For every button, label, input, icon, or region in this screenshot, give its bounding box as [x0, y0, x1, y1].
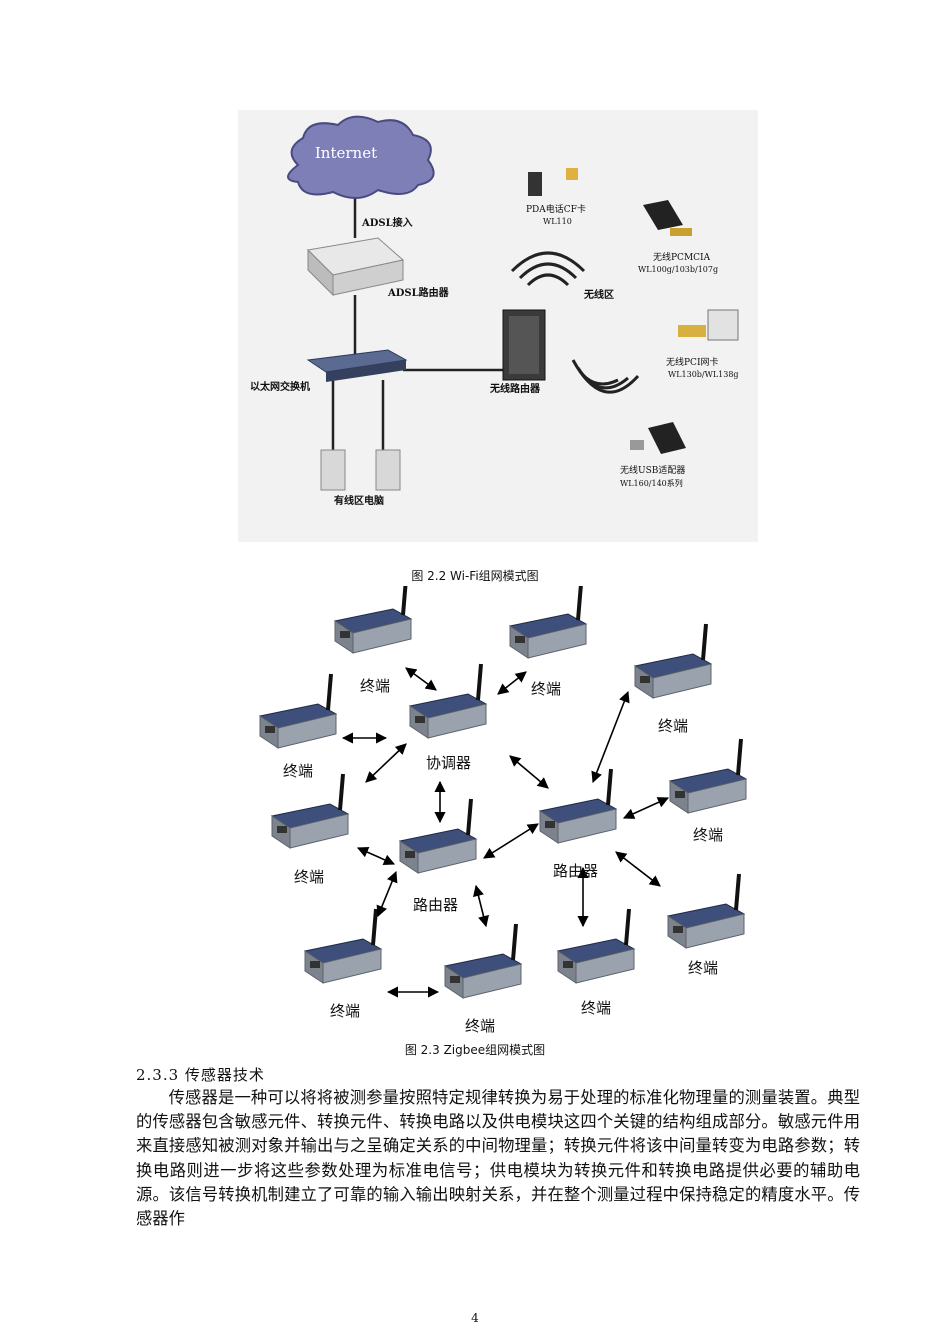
pcmcia-model-label: WL100g/103b/107g: [638, 265, 718, 274]
wireless-router-label: 无线路由器: [489, 382, 541, 395]
ethernet-switch-icon: [306, 349, 408, 382]
terminal-device-icon: [443, 922, 523, 1000]
terminal-device-icon: [556, 907, 636, 985]
terminal-device-icon: [508, 586, 588, 660]
pci-card-icon: [678, 309, 739, 341]
terminal-label: 终端: [360, 677, 390, 695]
body-paragraph: 传感器是一种可以将将被测参量按照特定规律转换为易于处理的标准化物理量的测量装置。…: [136, 1088, 860, 1229]
pci-label: 无线PCI网卡: [666, 356, 719, 368]
adsl-access-label: ADSL接入: [361, 216, 413, 229]
link-arrows: [341, 667, 670, 998]
terminal-device-icon: [668, 737, 748, 815]
terminal-label: 终端: [294, 868, 324, 886]
figure-caption: 图 2.3 Zigbee组网模式图: [404, 1043, 546, 1057]
wired-pc-icon: [320, 449, 401, 491]
terminal-device-icon: [666, 872, 746, 950]
usb-model-label: WL160/140系列: [620, 478, 683, 488]
internet-label: Internet: [315, 144, 377, 162]
coordinator-device-icon: [408, 662, 488, 740]
terminal-label: 终端: [283, 762, 313, 780]
pcmcia-laptop-icon: [643, 200, 692, 236]
terminal-label: 终端: [693, 826, 723, 844]
page-number: 4: [471, 1311, 479, 1325]
section-heading: 2.3.3 传感器技术: [136, 1066, 265, 1084]
terminal-label: 终端: [581, 999, 611, 1017]
coordinator-label: 协调器: [426, 754, 471, 772]
internet-cloud-icon: Internet: [287, 115, 435, 199]
wifi-network-diagram: Internet ADSL接入 ADSL路由器 以太网交换机 无线路由器 无线区…: [238, 110, 758, 542]
router-device-icon: [398, 797, 478, 875]
wired-pc-label: 有线区电脑: [334, 494, 384, 507]
usb-label: 无线USB适配器: [620, 464, 685, 476]
router-label: 路由器: [553, 862, 598, 880]
pda-label: PDA电话CF卡: [526, 203, 586, 215]
router-device-icon: [538, 767, 618, 845]
zigbee-network-diagram: 终端 终端 终端 终端 协调器 终端 终端 路由器 路由器 终端 终端 终端 终…: [258, 586, 748, 1034]
wireless-router-icon: [502, 309, 546, 381]
terminal-label: 终端: [531, 680, 561, 698]
wireless-signal-icon: [510, 251, 586, 287]
pci-model-label: WL130b/WL138g: [668, 370, 739, 379]
terminal-label: 终端: [658, 717, 688, 735]
terminal-label: 终端: [330, 1002, 360, 1020]
ethernet-switch-label: 以太网交换机: [250, 380, 310, 393]
pcmcia-label: 无线PCMCIA: [653, 251, 711, 263]
figure-caption: 图 2.2 Wi-Fi组网模式图: [411, 569, 539, 583]
terminal-device-icon: [258, 672, 338, 750]
wireless-signal-icon: [571, 359, 640, 394]
pda-icon: [528, 168, 578, 196]
usb-adapter-icon: [630, 422, 686, 454]
terminal-device-icon: [633, 622, 713, 700]
terminal-device-icon: [270, 772, 350, 850]
router-label: 路由器: [413, 896, 458, 914]
terminal-device-icon: [333, 586, 413, 655]
terminal-label: 终端: [465, 1017, 495, 1034]
pda-model-label: WL110: [543, 217, 572, 226]
wireless-zone-label: 无线区: [583, 288, 614, 301]
terminal-device-icon: [303, 907, 383, 985]
terminal-label: 终端: [688, 959, 718, 977]
adsl-router-icon: [306, 237, 405, 297]
adsl-router-label: ADSL路由器: [387, 286, 450, 299]
